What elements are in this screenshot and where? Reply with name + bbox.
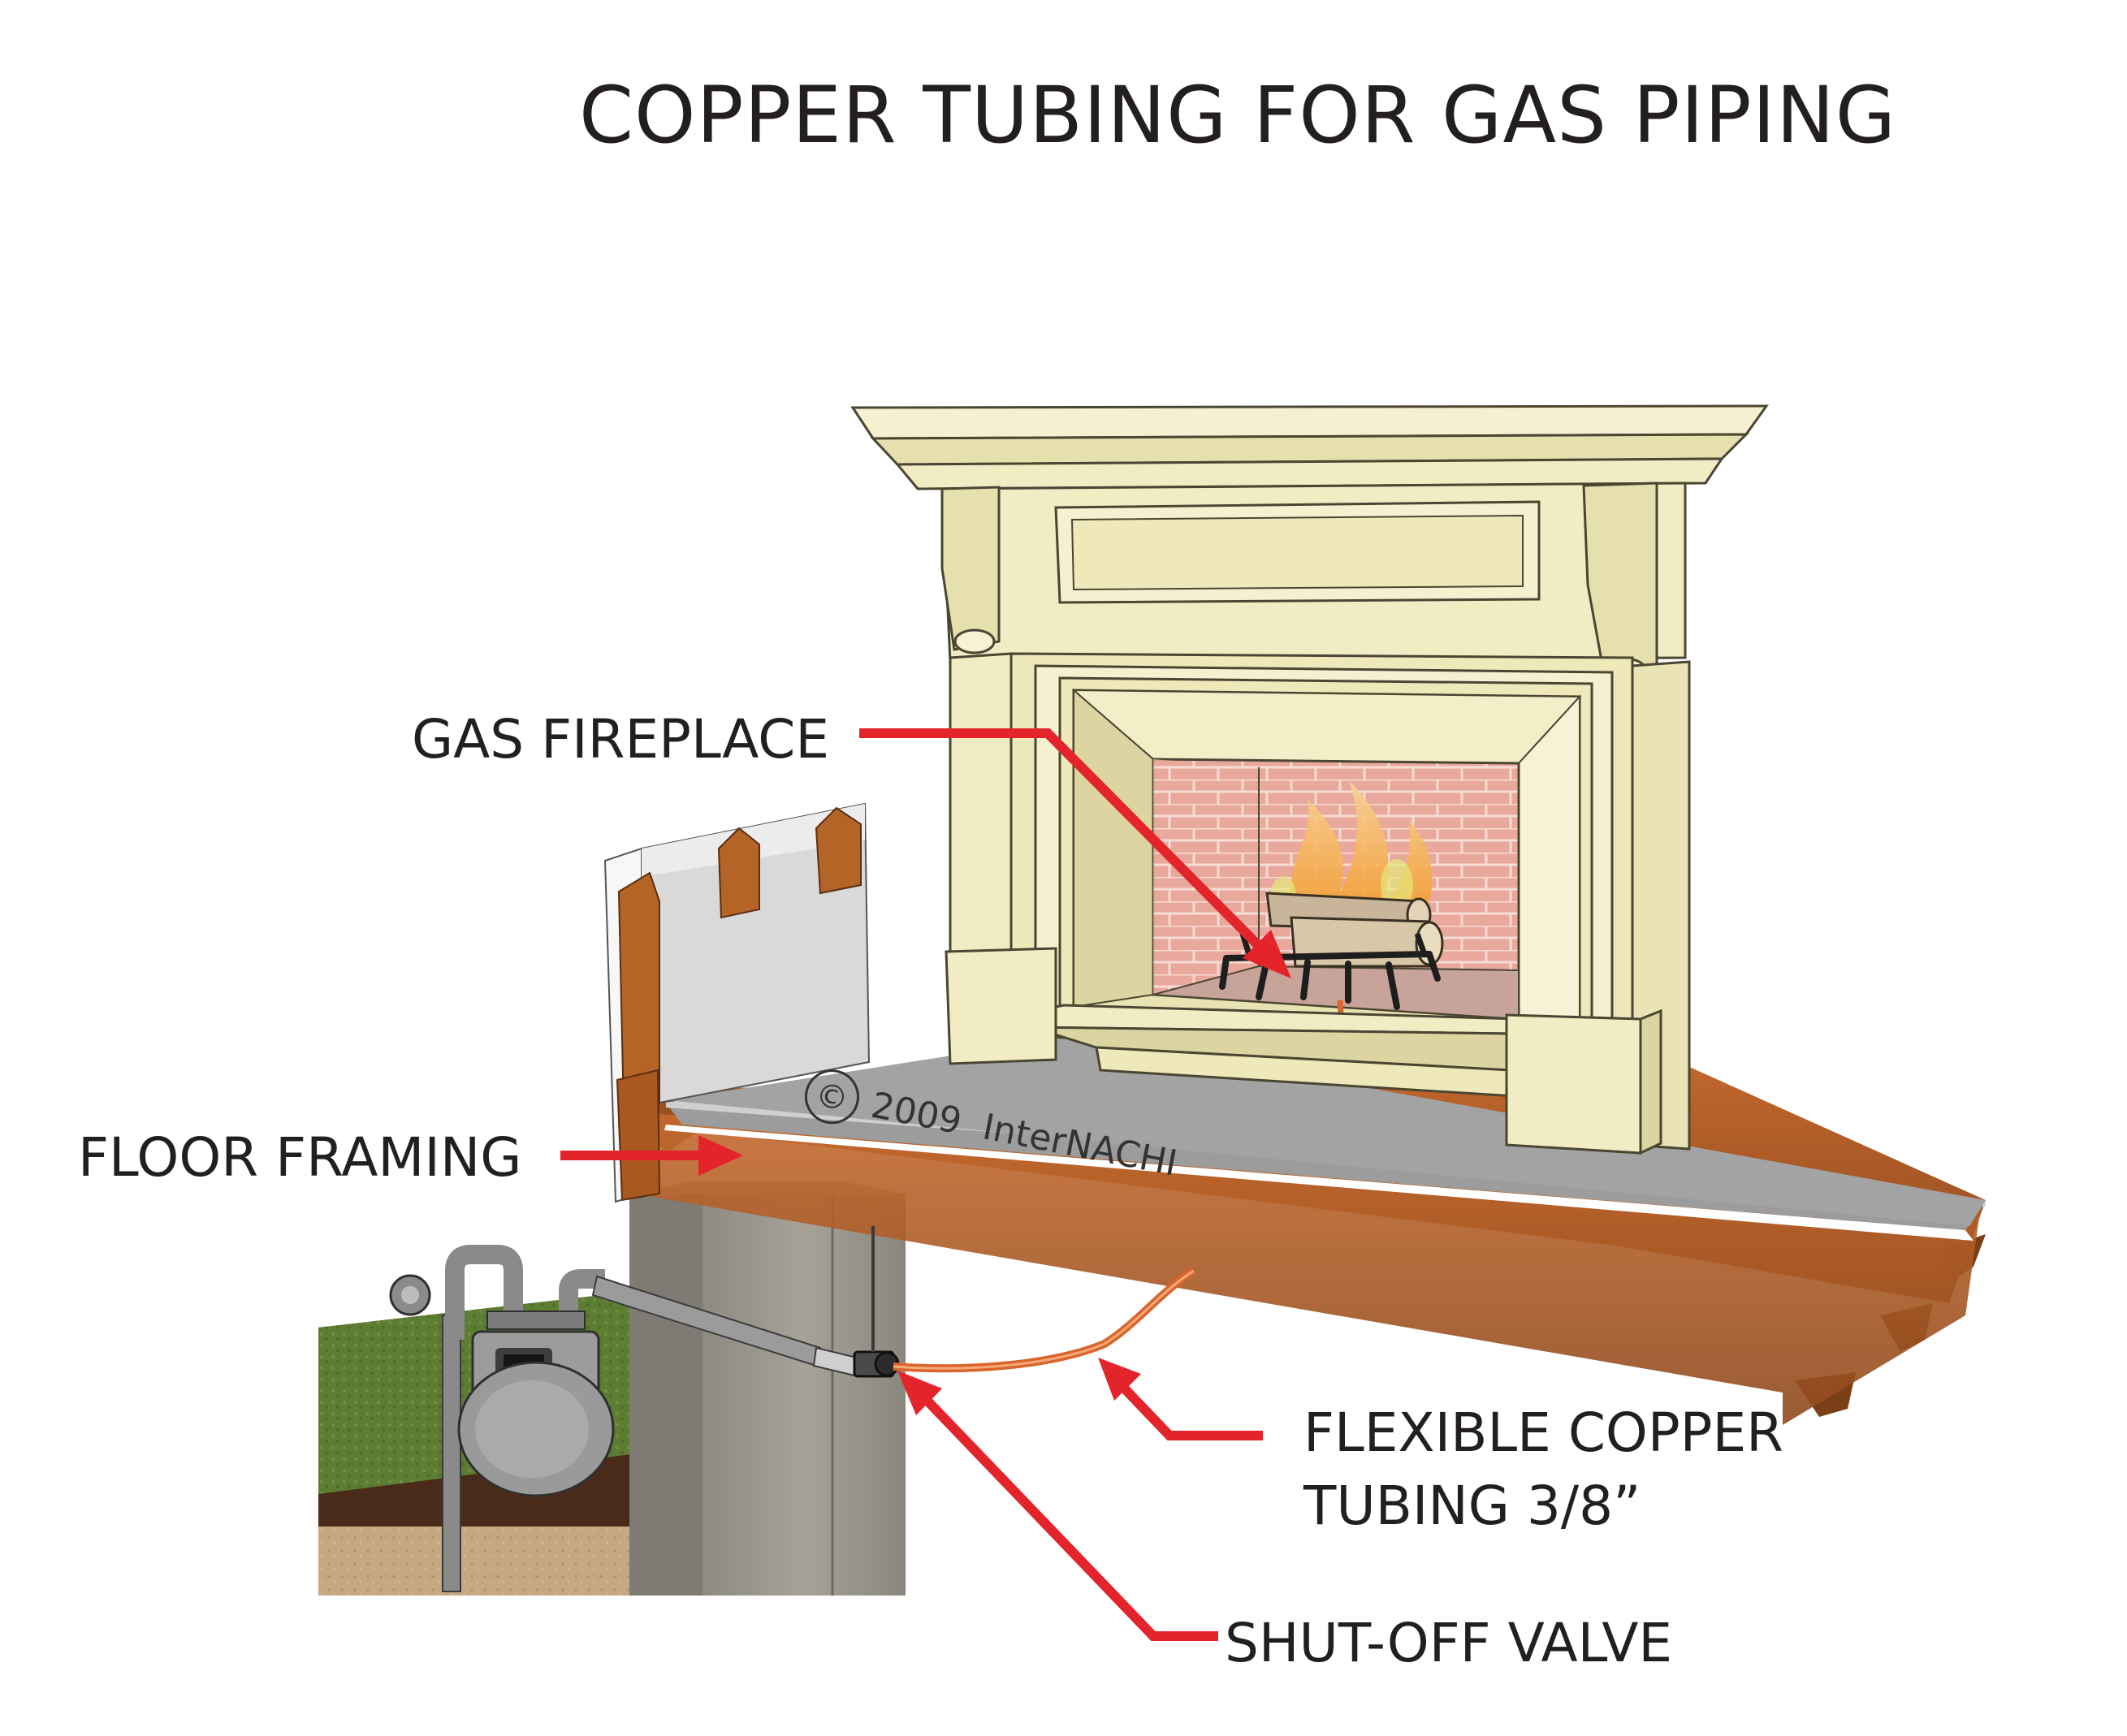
diagram-title: COPPER TUBING FOR GAS PIPING <box>579 70 1897 161</box>
gas-meter-icon <box>389 1245 615 1592</box>
label-shut-off-valve: SHUT-OFF VALVE <box>1225 1612 1673 1674</box>
wall-section <box>603 802 871 1203</box>
label-gas-fireplace: GAS FIREPLACE <box>412 708 830 771</box>
label-flexible-copper-line1: FLEXIBLE COPPER <box>1303 1401 1784 1464</box>
foundation-wall <box>629 1181 906 1596</box>
arrow-gas-fireplace-head <box>1243 930 1291 978</box>
arrow-gas-fireplace <box>859 728 1271 958</box>
callout-arrows <box>560 728 1291 1641</box>
copyright-symbol: © <box>812 1076 851 1119</box>
label-floor-framing: FLOOR FRAMING <box>78 1126 522 1189</box>
label-flexible-copper-line2: TUBING 3/8” <box>1303 1475 1641 1537</box>
arrow-flexible-copper <box>1113 1376 1263 1440</box>
gas-logs <box>1219 892 1444 1010</box>
arrow-shut-off-valve-head <box>897 1371 942 1415</box>
arrow-floor-framing-head <box>698 1135 743 1176</box>
flexible-copper-tubing <box>893 1267 1196 1373</box>
fireplace-mantel <box>850 404 1769 1155</box>
arrow-flexible-copper-head <box>1098 1358 1141 1401</box>
shut-off-valve-icon <box>853 1226 900 1378</box>
arrow-shut-off-valve <box>918 1391 1218 1641</box>
